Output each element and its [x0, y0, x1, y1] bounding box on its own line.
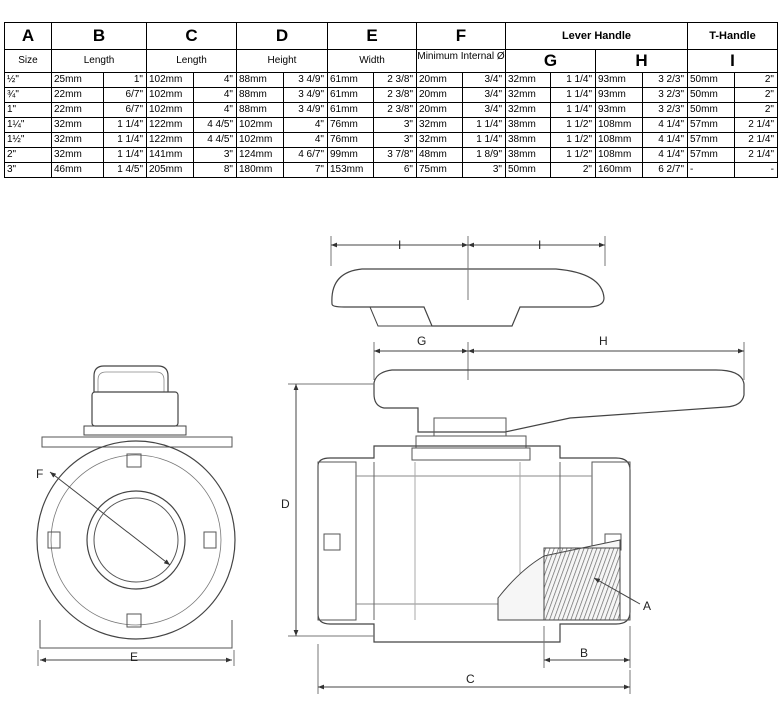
label-i-right: I: [538, 238, 541, 252]
header-d: D: [236, 22, 328, 50]
header-a: A: [4, 22, 52, 50]
drawing-labels: F E I I G H D B C A: [36, 238, 651, 686]
label-f: F: [36, 467, 43, 481]
label-e: E: [130, 650, 138, 664]
label-c: C: [466, 672, 475, 686]
dimension-table: A B C D E F Lever Handle T-Handle Size L…: [4, 22, 778, 178]
subheader-g: G: [505, 49, 596, 73]
table-cell: -: [734, 162, 778, 178]
header-b: B: [51, 22, 147, 50]
header-lever-handle: Lever Handle: [505, 22, 688, 50]
subheader-h: H: [595, 49, 688, 73]
table-cell: 6 2/7": [642, 162, 688, 178]
side-view: [288, 236, 745, 694]
table-cell: 205mm: [146, 162, 194, 178]
header-t-handle: T-Handle: [687, 22, 778, 50]
subheader-i: I: [687, 49, 778, 73]
label-i-left: I: [398, 238, 401, 252]
label-b: B: [580, 646, 588, 660]
label-d: D: [281, 497, 290, 511]
table-cell: 7": [283, 162, 328, 178]
table-cell: 8": [193, 162, 237, 178]
label-h: H: [599, 334, 608, 348]
table-cell: 3": [462, 162, 506, 178]
subheader-f-min-internal: Minimum Internal Ø: [416, 49, 506, 73]
table-cell: 46mm: [51, 162, 104, 178]
front-view: [36, 365, 236, 666]
label-g: G: [417, 334, 426, 348]
label-a: A: [643, 599, 651, 613]
